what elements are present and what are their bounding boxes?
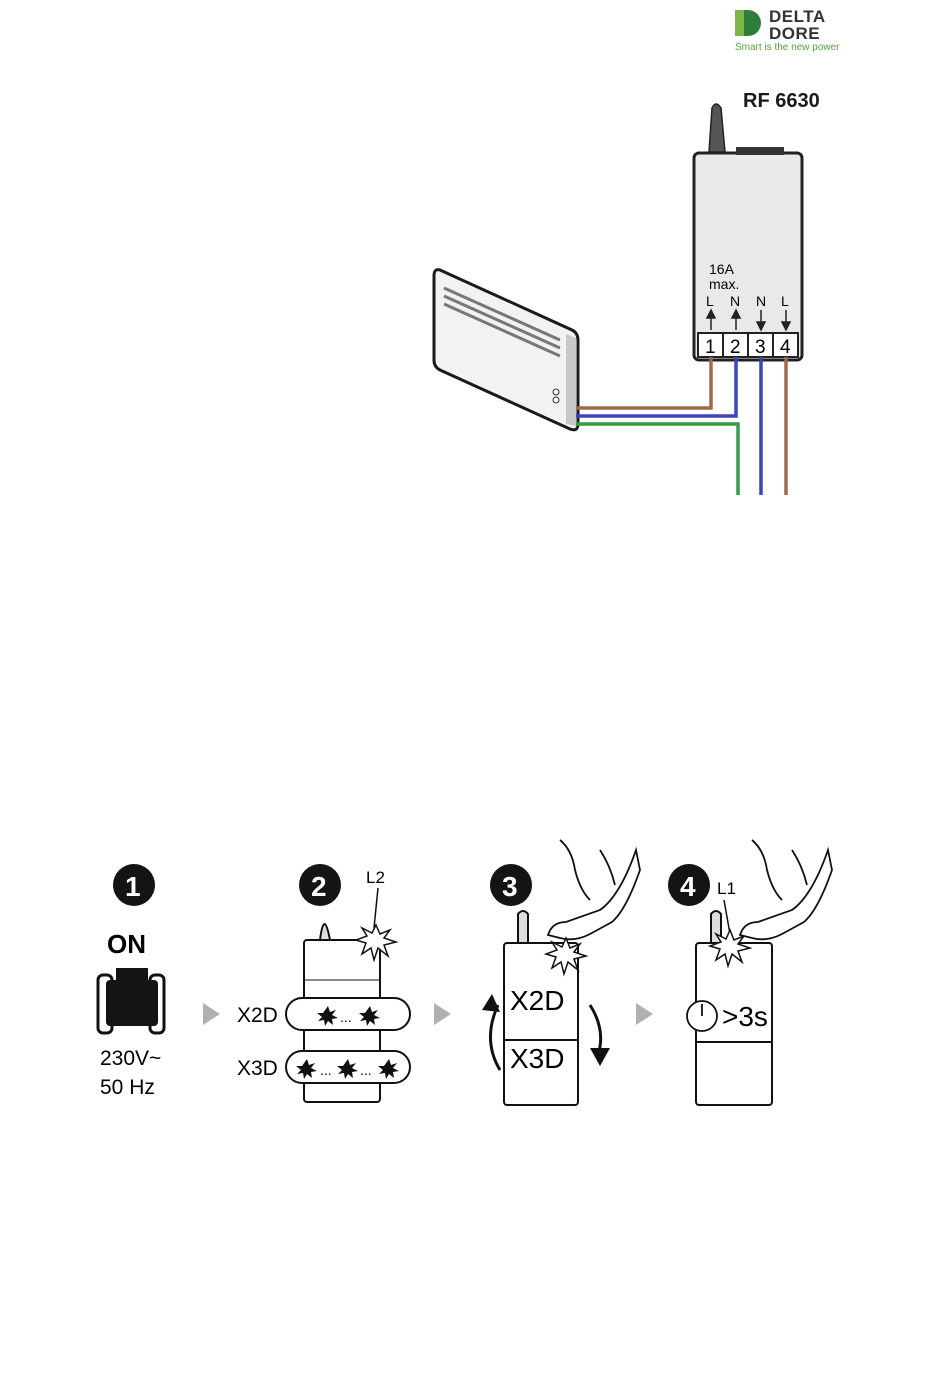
blink-pattern-x3d: X3D ... ... [237,1051,410,1083]
timer-icon [687,1001,717,1031]
blink-pattern-x2d: X2D ... [237,998,410,1030]
rotate-left-arrow-icon [490,1005,500,1070]
step-1-voltage: 230V~ [100,1047,161,1070]
heater-icon [434,270,578,430]
wire-green [576,424,738,495]
terminal-number-3: 3 [755,337,766,358]
step-3-x2d-label: X2D [510,985,564,1016]
rotate-right-arrow-icon [590,1005,601,1055]
rating-line-2: max. [709,276,739,292]
step-1-number: 1 [113,864,155,906]
step-1-title: ON [107,929,146,959]
step-3-x3d-label: X3D [510,1043,564,1074]
step-2-number: 2 [299,864,341,906]
step-3-number: 3 [490,864,532,906]
antenna [709,104,725,152]
step-arrow-2 [434,1003,451,1025]
svg-text:...: ... [340,1009,352,1025]
terminal-number-4: 4 [780,337,791,358]
step-4-number: 4 [668,864,710,906]
step-2-x3d-label: X3D [237,1057,278,1080]
step-arrow-1 [203,1003,220,1025]
step-1-frequency: 50 Hz [100,1076,155,1099]
terminal-label-3: N [756,293,766,309]
step-3-hand-icon [548,840,640,939]
step-4-number-text: 4 [680,871,696,902]
terminal-number-1: 1 [705,337,716,358]
terminal-label-4: L [781,293,789,309]
svg-text:...: ... [360,1062,372,1078]
terminal-label-1: L [706,293,714,309]
svg-text:...: ... [320,1062,332,1078]
step-4-hand-icon [740,840,832,939]
step-2-number-text: 2 [311,871,327,902]
step-3-press-burst-icon [546,938,586,974]
step-4-led-label: L1 [717,879,736,898]
breaker-icon [98,968,164,1033]
pairing-steps: 1 2 3 4 ON 230V~ 50 Hz L2 X2D ... [0,830,950,1130]
rating-line-1: 16A [709,261,735,277]
step-3-number-text: 3 [502,871,518,902]
step-2-x2d-label: X2D [237,1004,278,1027]
step-1-number-text: 1 [125,871,141,902]
step-2-led-label: L2 [366,868,385,887]
wire-brown-1 [576,357,711,408]
wiring-diagram: 16A max. L N N L 1 2 3 4 [0,0,950,520]
terminal-number-2: 2 [730,337,741,358]
step-arrow-3 [636,1003,653,1025]
led-burst-icon [356,925,396,960]
step-4-duration: >3s [722,1001,768,1032]
terminal-label-2: N [730,293,740,309]
